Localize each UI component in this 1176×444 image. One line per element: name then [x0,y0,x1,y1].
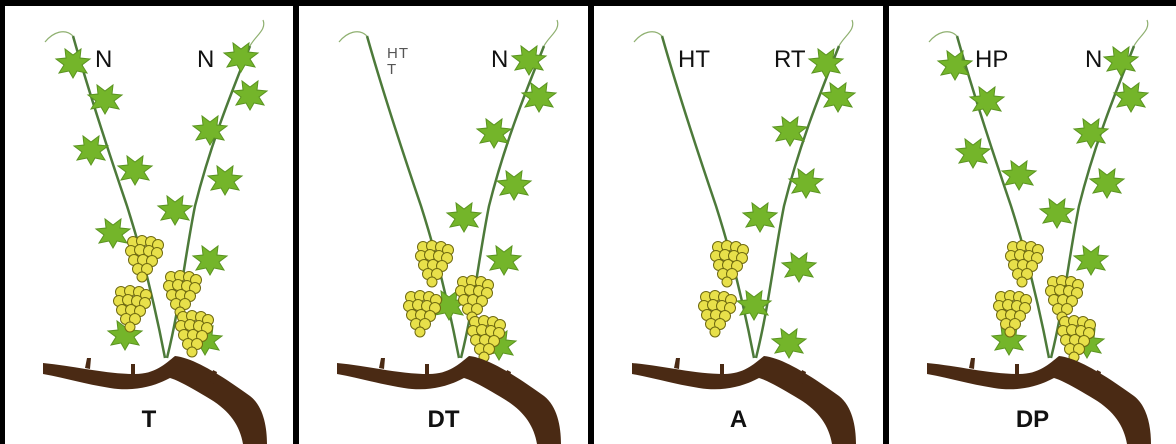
panel-t: N N T [5,6,293,444]
label-top-right: N [197,48,214,72]
vine-illustration [594,6,883,444]
panel-caption: T [5,406,293,434]
panel-caption: A [594,406,883,434]
label-top-right: N [1085,48,1102,72]
panel-caption: DP [889,406,1176,434]
panel-a: HT RT A [594,6,883,444]
label-top-left: HT [678,48,710,72]
panel-caption: DT [299,406,588,434]
vine-illustration [299,6,588,444]
panel-dp: HP N DP [889,6,1176,444]
panel-dt: HT T N DT [299,6,588,444]
label-top-right: N [491,48,508,72]
label-top-left: HT T [387,46,409,78]
vine-illustration [889,6,1176,444]
label-top-left: N [95,48,112,72]
label-top-left: HP [975,48,1008,72]
vine-illustration [5,6,293,444]
label-top-right: RT [774,48,806,72]
